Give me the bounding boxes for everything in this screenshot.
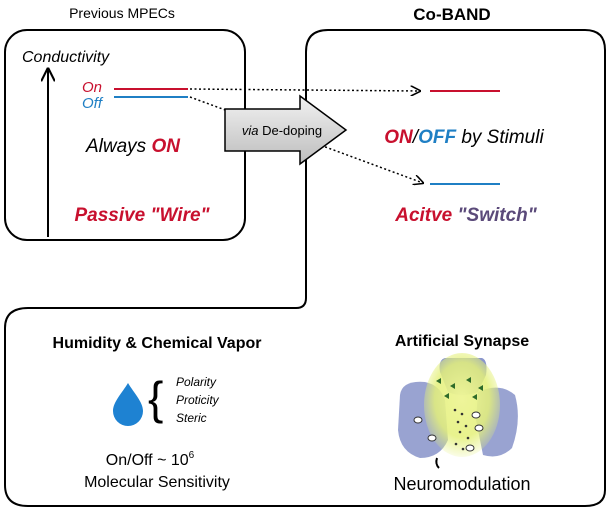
factor-proticity: Proticity bbox=[176, 393, 220, 407]
de-doping-arrow-shape bbox=[224, 94, 348, 166]
molecular-sensitivity: Molecular Sensitivity bbox=[84, 474, 230, 491]
factor-steric: Steric bbox=[176, 411, 207, 425]
factor-polarity: Polarity bbox=[176, 375, 217, 389]
synapse-illustration bbox=[398, 353, 518, 469]
always-on-label: Always ON bbox=[85, 136, 181, 157]
on-off-ratio: On/Off ~ 106 bbox=[106, 450, 195, 469]
water-drop-icon bbox=[113, 383, 143, 426]
coband-outline bbox=[4, 29, 606, 507]
receptor-markers bbox=[413, 411, 484, 452]
coband-heading: Co-BAND bbox=[413, 5, 490, 24]
conductivity-axis-label: Conductivity bbox=[22, 49, 110, 66]
artificial-synapse-title: Artificial Synapse bbox=[395, 333, 529, 350]
synapse-section: Artificial Synapse bbox=[393, 333, 530, 494]
humidity-title: Humidity & Chemical Vapor bbox=[53, 335, 262, 352]
humidity-section: Humidity & Chemical Vapor { Polarity Pro… bbox=[53, 335, 262, 491]
neuromodulation-caption: Neuromodulation bbox=[393, 474, 530, 494]
synaptic-glow bbox=[424, 353, 500, 457]
active-switch-label: Acitve "Switch" bbox=[394, 205, 538, 226]
passive-wire-label: Passive "Wire" bbox=[74, 205, 210, 226]
de-doping-arrow: via De-doping bbox=[224, 94, 348, 166]
previous-mpecs-heading: Previous MPECs bbox=[69, 5, 175, 21]
vesicle-dots bbox=[453, 408, 470, 451]
de-doping-label: via De-doping bbox=[242, 123, 322, 138]
neurotransmitter-markers bbox=[436, 377, 483, 400]
on-off-by-stimuli-label: ON/OFF by Stimuli bbox=[384, 127, 544, 148]
synapse-small-tail bbox=[435, 457, 440, 469]
off-level-label: Off bbox=[82, 95, 104, 112]
curly-brace: { bbox=[148, 372, 163, 424]
previous-mpecs-panel: Previous MPECs Conductivity On Off Alway… bbox=[4, 5, 246, 241]
coband-panel: Co-BAND ON/OFF by Stimuli Acitve "Switch… bbox=[4, 5, 606, 507]
on-level-label: On bbox=[82, 79, 102, 96]
